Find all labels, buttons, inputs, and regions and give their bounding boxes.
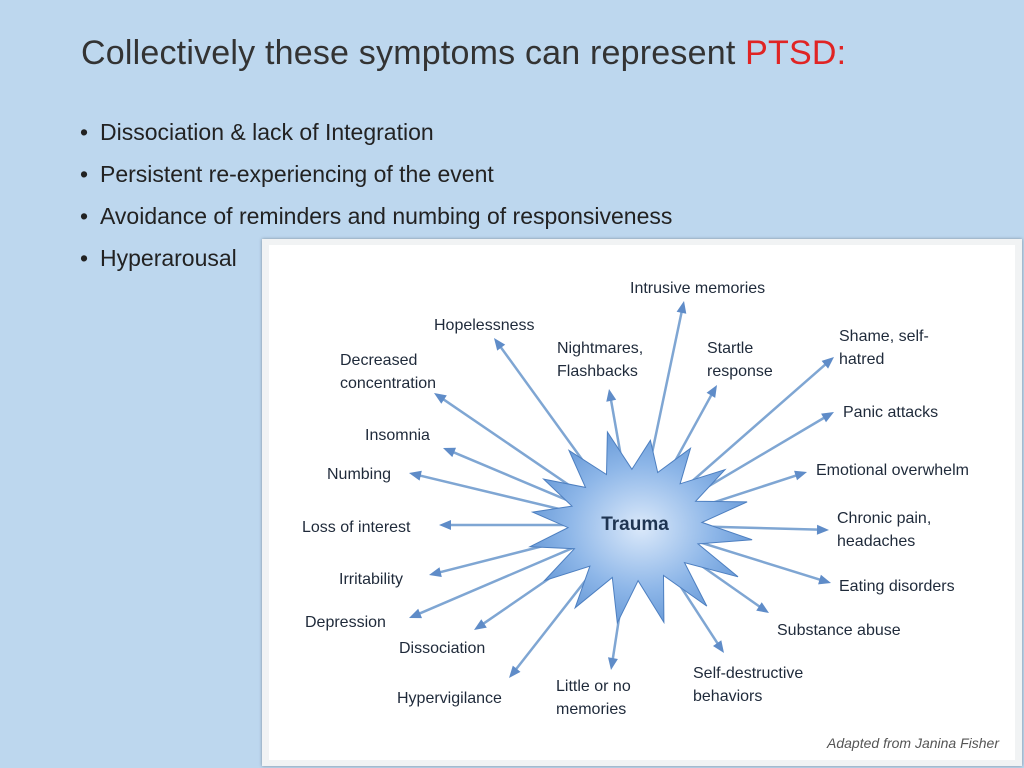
trauma-diagram-svg: Trauma Intrusive memoriesHopelessnessNig… bbox=[302, 280, 1000, 751]
symptom-label-line: Little or no bbox=[556, 678, 631, 695]
bullet-item: • Avoidance of reminders and numbing of r… bbox=[80, 200, 672, 242]
symptom-label: Shame, self-hatred bbox=[839, 328, 929, 368]
arrow-head bbox=[429, 567, 442, 577]
arrow-head bbox=[443, 447, 456, 458]
symptom-label-line: Irritability bbox=[339, 571, 403, 588]
symptom-label-line: Dissociation bbox=[399, 640, 485, 657]
arrow-head bbox=[409, 470, 422, 481]
symptom-label-line: hatred bbox=[839, 351, 884, 368]
symptom-label-line: Eating disorders bbox=[839, 578, 955, 595]
symptom-label-line: Flashbacks bbox=[557, 363, 638, 380]
arrow-head bbox=[821, 357, 834, 369]
symptom-label: Self-destructive behaviors bbox=[693, 665, 803, 705]
arrow-head bbox=[816, 524, 829, 535]
arrow-head bbox=[606, 389, 617, 402]
arrow-head bbox=[706, 385, 717, 398]
title-accent: PTSD: bbox=[745, 34, 847, 72]
bullet-dot: • bbox=[80, 203, 89, 229]
symptom-label: Emotional overwhelm bbox=[816, 462, 969, 479]
arrow-head bbox=[474, 619, 487, 630]
symptom-label-line: behaviors bbox=[693, 688, 762, 705]
bullet-text: Dissociation & lack of Integration bbox=[100, 119, 434, 145]
symptom-label: Depression bbox=[305, 614, 386, 631]
symptom-label-line: memories bbox=[556, 701, 626, 718]
arrow-head bbox=[509, 665, 521, 678]
symptom-label: Irritability bbox=[339, 571, 403, 588]
symptom-label-line: concentration bbox=[340, 375, 436, 392]
symptom-label-line: Panic attacks bbox=[843, 404, 938, 421]
symptom-label-line: Startle bbox=[707, 340, 753, 357]
symptom-label-line: Decreased bbox=[340, 352, 417, 369]
arrow-head bbox=[821, 412, 834, 423]
bullet-text: Avoidance of reminders and numbing of re… bbox=[100, 203, 673, 229]
symptom-label-line: Shame, self- bbox=[839, 328, 929, 345]
symptom-label: Loss of interest bbox=[302, 519, 411, 536]
symptom-label: Startle response bbox=[707, 340, 773, 380]
bullet-dot: • bbox=[80, 245, 89, 271]
bullet-dot: • bbox=[80, 161, 89, 187]
symptom-label-line: Self-destructive bbox=[693, 665, 803, 682]
symptom-label: Insomnia bbox=[365, 427, 430, 444]
symptom-label-line: Chronic pain, bbox=[837, 510, 931, 527]
symptom-label-line: Numbing bbox=[327, 466, 391, 483]
symptom-label: Hopelessness bbox=[434, 317, 535, 334]
symptom-label: Eating disorders bbox=[839, 578, 955, 595]
symptom-label-line: Emotional overwhelm bbox=[816, 462, 969, 479]
slide-title: Collectively these symptoms can represen… bbox=[81, 34, 846, 73]
symptom-label: Substance abuse bbox=[777, 622, 901, 639]
symptom-label-line: Substance abuse bbox=[777, 622, 901, 639]
symptom-label: Intrusive memories bbox=[630, 280, 765, 297]
bullet-item: • Dissociation & lack of Integration bbox=[80, 116, 672, 158]
symptom-label: Numbing bbox=[327, 466, 391, 483]
credit-text: Adapted from Janina Fisher bbox=[826, 735, 1000, 751]
arrow-head bbox=[494, 338, 506, 351]
arrow-head bbox=[439, 520, 451, 530]
symptom-label: Nightmares, Flashbacks bbox=[557, 340, 643, 380]
symptom-label: Decreased concentration bbox=[340, 352, 436, 392]
bullet-text: Persistent re-experiencing of the event bbox=[100, 161, 494, 187]
symptom-label: Hypervigilance bbox=[397, 690, 502, 707]
trauma-center-label: Trauma bbox=[601, 514, 669, 535]
symptom-label-line: headaches bbox=[837, 533, 915, 550]
symptom-label: Chronic pain, headaches bbox=[837, 510, 931, 550]
symptom-label-line: Intrusive memories bbox=[630, 280, 765, 297]
arrow-head bbox=[608, 657, 618, 670]
bullet-list: • Dissociation & lack of Integration • Per… bbox=[80, 116, 672, 284]
symptom-label-line: Loss of interest bbox=[302, 519, 411, 536]
symptom-label-line: response bbox=[707, 363, 773, 380]
symptom-label-line: Hopelessness bbox=[434, 317, 535, 334]
title-main: Collectively these symptoms can represen… bbox=[81, 34, 746, 72]
bullet-item: • Hyperarousal bbox=[80, 242, 672, 284]
symptom-label-line: Depression bbox=[305, 614, 386, 631]
bullet-text: Hyperarousal bbox=[100, 245, 237, 271]
bullet-dot: • bbox=[80, 119, 89, 145]
symptom-label-line: Nightmares, bbox=[557, 340, 643, 357]
arrow-head bbox=[794, 470, 807, 481]
arrow-line bbox=[414, 536, 599, 617]
arrow-head bbox=[409, 608, 422, 619]
trauma-star-shape bbox=[528, 430, 753, 625]
arrow-head bbox=[434, 393, 447, 404]
symptom-label-line: Hypervigilance bbox=[397, 690, 502, 707]
symptom-label-line: Insomnia bbox=[365, 427, 430, 444]
arrow-head bbox=[676, 301, 687, 314]
label-group: Intrusive memoriesHopelessnessNightmares… bbox=[302, 280, 969, 718]
arrow-head bbox=[713, 640, 724, 653]
arrow-head bbox=[818, 574, 831, 585]
bullet-item: • Persistent re-experiencing of the event bbox=[80, 158, 672, 200]
symptom-label: Panic attacks bbox=[843, 404, 938, 421]
symptom-label: Dissociation bbox=[399, 640, 485, 657]
symptom-label: Little or no memories bbox=[556, 678, 631, 718]
arrow-head bbox=[756, 602, 769, 613]
